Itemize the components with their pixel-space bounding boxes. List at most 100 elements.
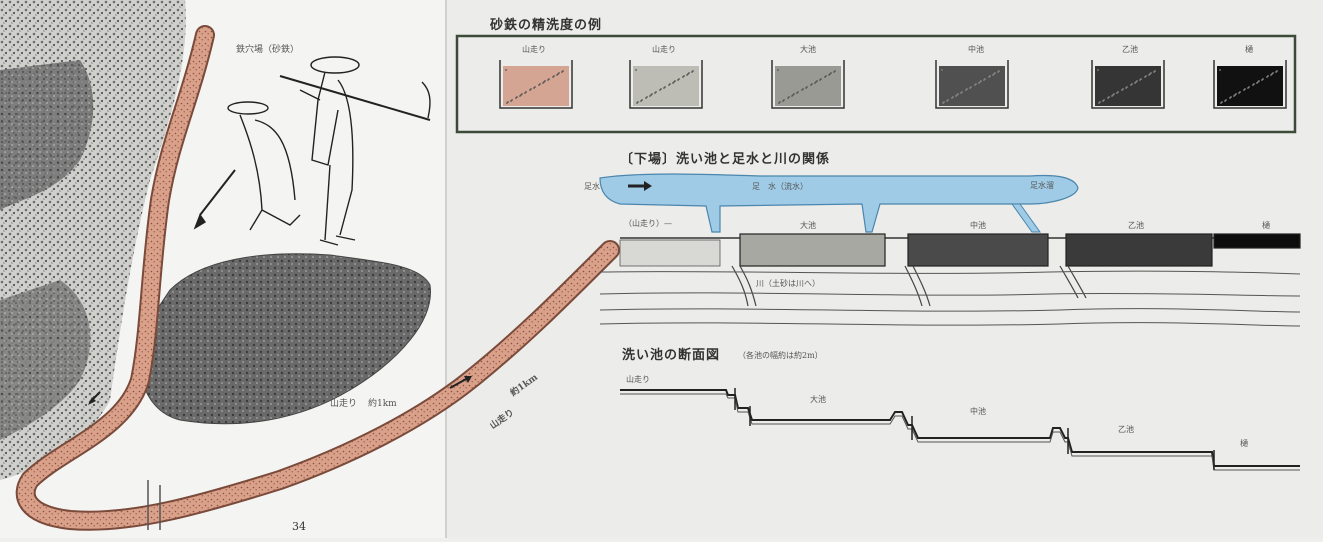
sample-grain — [984, 78, 986, 80]
sample-grain — [1272, 72, 1274, 74]
sample-grain — [660, 88, 662, 90]
sample-grain — [1113, 93, 1115, 95]
sample-grain — [952, 96, 954, 98]
sample-grain — [1219, 69, 1221, 71]
sample-grain — [1140, 78, 1142, 80]
sample-sand — [633, 66, 699, 106]
pond — [907, 233, 1049, 267]
sample-grain — [678, 78, 680, 80]
cross-section-title: 洗い池の断面図 — [622, 348, 721, 363]
sample-grain — [1235, 93, 1237, 95]
sample-grain — [1099, 101, 1101, 103]
sample-grain — [1248, 86, 1250, 88]
sample-grain — [1221, 101, 1223, 103]
sample-grain — [998, 70, 1000, 72]
sample-grain — [802, 88, 804, 90]
sample-grain — [779, 101, 781, 103]
river-note: 川（土砂は川へ） — [756, 279, 820, 288]
sample-grain — [793, 93, 795, 95]
sample-grain — [507, 101, 509, 103]
sample-grain — [1239, 91, 1241, 93]
flow-arrow-icon — [88, 391, 101, 405]
sample-sand — [1095, 66, 1161, 106]
sample-grain — [1230, 96, 1232, 98]
pond — [1213, 233, 1301, 249]
sample-grain — [683, 75, 685, 77]
sample-grain — [1225, 99, 1227, 101]
sample-grain — [834, 70, 836, 72]
sample-grain — [539, 83, 541, 85]
flow-arrow-icon — [449, 376, 472, 389]
sample-grain — [994, 72, 996, 74]
sample-label-2: 山走り — [652, 45, 676, 54]
sample-grain — [525, 91, 527, 93]
sample-box-frame — [455, 34, 1297, 134]
sample-grain — [1276, 70, 1278, 72]
sample-grain — [1267, 75, 1269, 77]
sample-grain — [505, 69, 507, 71]
water-branch — [1011, 203, 1041, 233]
sample-grain — [669, 83, 671, 85]
cross-section-channel-label: 山走り — [626, 375, 650, 384]
sample-grain — [1108, 96, 1110, 98]
sample-grain — [788, 96, 790, 98]
water-end-label: 足水溜 — [1030, 181, 1054, 190]
sample-grain — [1150, 72, 1152, 74]
sample-grain — [820, 78, 822, 80]
sample-grain — [641, 99, 643, 101]
pond-label-4: 樋 — [1262, 221, 1270, 230]
channel-end-segment — [619, 239, 721, 267]
sample-sand — [775, 66, 841, 106]
sample-label-5: 乙池 — [1122, 45, 1138, 54]
sample-grain — [1117, 91, 1119, 93]
mine-label: 鉄穴場（砂鉄） — [236, 45, 300, 55]
sample-grain — [637, 101, 639, 103]
sample-grain — [825, 75, 827, 77]
sample-cup — [1091, 60, 1165, 109]
hillside-dark-patch-2 — [0, 280, 91, 440]
sample-cup — [771, 60, 845, 109]
sample-grain — [558, 72, 560, 74]
drain-pipes — [731, 265, 1087, 307]
sample-grain — [1103, 99, 1105, 101]
sample-grain — [1244, 88, 1246, 90]
sample-grain — [692, 70, 694, 72]
sample-grain — [534, 86, 536, 88]
sample-grain — [646, 96, 648, 98]
sample-grain — [544, 80, 546, 82]
sample-grain — [816, 80, 818, 82]
cross-section-pond-4: 樋 — [1240, 439, 1248, 448]
pond — [1065, 233, 1213, 267]
sample-grain — [1145, 75, 1147, 77]
sample-grain — [783, 99, 785, 101]
sample-grain — [806, 86, 808, 88]
pond-label-2: 中池 — [970, 221, 986, 230]
water-intake-label: 足水 — [584, 182, 600, 191]
channel-distance-note: 約1km — [368, 399, 397, 409]
sample-grain — [1122, 88, 1124, 90]
sample-cup — [935, 60, 1009, 109]
pond-label-1: 大池 — [800, 221, 816, 230]
channel-label: 山走り — [330, 399, 358, 409]
cross-section-subtitle: （各池の幅約は約2m） — [738, 351, 823, 360]
water-channel — [599, 173, 1079, 233]
sample-grain — [664, 86, 666, 88]
flow-arrow-icon — [628, 181, 652, 191]
sample-sand — [939, 66, 1005, 106]
sample-label-6: 樋 — [1245, 45, 1253, 54]
sample-grain — [1136, 80, 1138, 82]
sample-grain — [989, 75, 991, 77]
sample-grain — [1262, 78, 1264, 80]
boulder — [139, 253, 431, 425]
sample-label-1: 山走り — [522, 45, 546, 54]
sample-grain — [797, 91, 799, 93]
sample-grain — [961, 91, 963, 93]
sample-cup — [1213, 60, 1287, 109]
sample-grain — [980, 80, 982, 82]
sample-grain — [655, 91, 657, 93]
sample-swatches — [499, 60, 1287, 109]
sample-grain — [811, 83, 813, 85]
sample-grain — [548, 78, 550, 80]
worker-figure-icon — [193, 101, 301, 231]
